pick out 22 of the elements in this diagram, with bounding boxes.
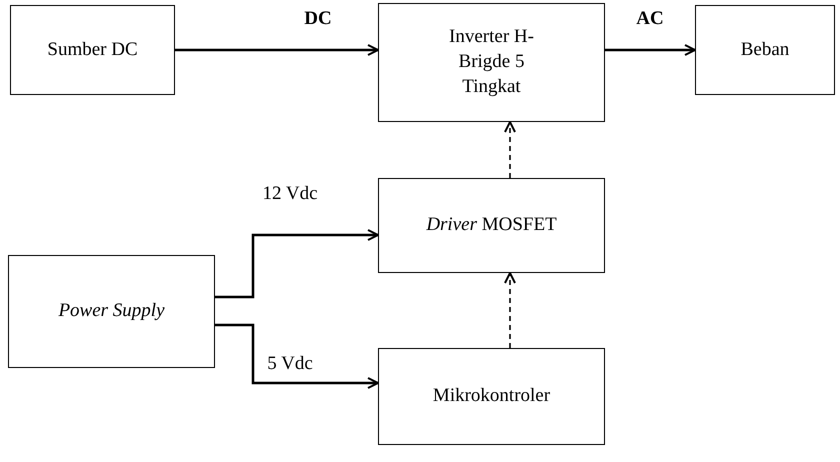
block-label: Mikrokontroler — [432, 384, 550, 408]
edge-label: AC — [636, 8, 664, 30]
block-label: Sumber DC — [47, 38, 138, 62]
edge-label: 12 Vdc — [262, 183, 318, 205]
dashed-arrow — [504, 121, 516, 178]
block-box — [10, 5, 175, 95]
block-box — [378, 3, 605, 122]
block-label: Power Supply — [58, 299, 165, 324]
arrow — [215, 324, 379, 389]
block-label: Beban — [740, 38, 790, 62]
block-label: Driver MOSFET — [426, 213, 557, 238]
arrow — [175, 44, 379, 56]
block-box — [8, 255, 215, 368]
edge-label: DC — [304, 8, 332, 30]
block-label: Inverter H-Brigde 5 Tingkat — [448, 25, 535, 99]
dashed-arrow — [504, 272, 516, 348]
arrow — [605, 44, 696, 56]
block-box — [378, 178, 605, 273]
block-box — [695, 5, 835, 95]
block-box — [378, 348, 605, 445]
edge-label: 5 Vdc — [267, 353, 313, 375]
arrow — [215, 229, 379, 298]
